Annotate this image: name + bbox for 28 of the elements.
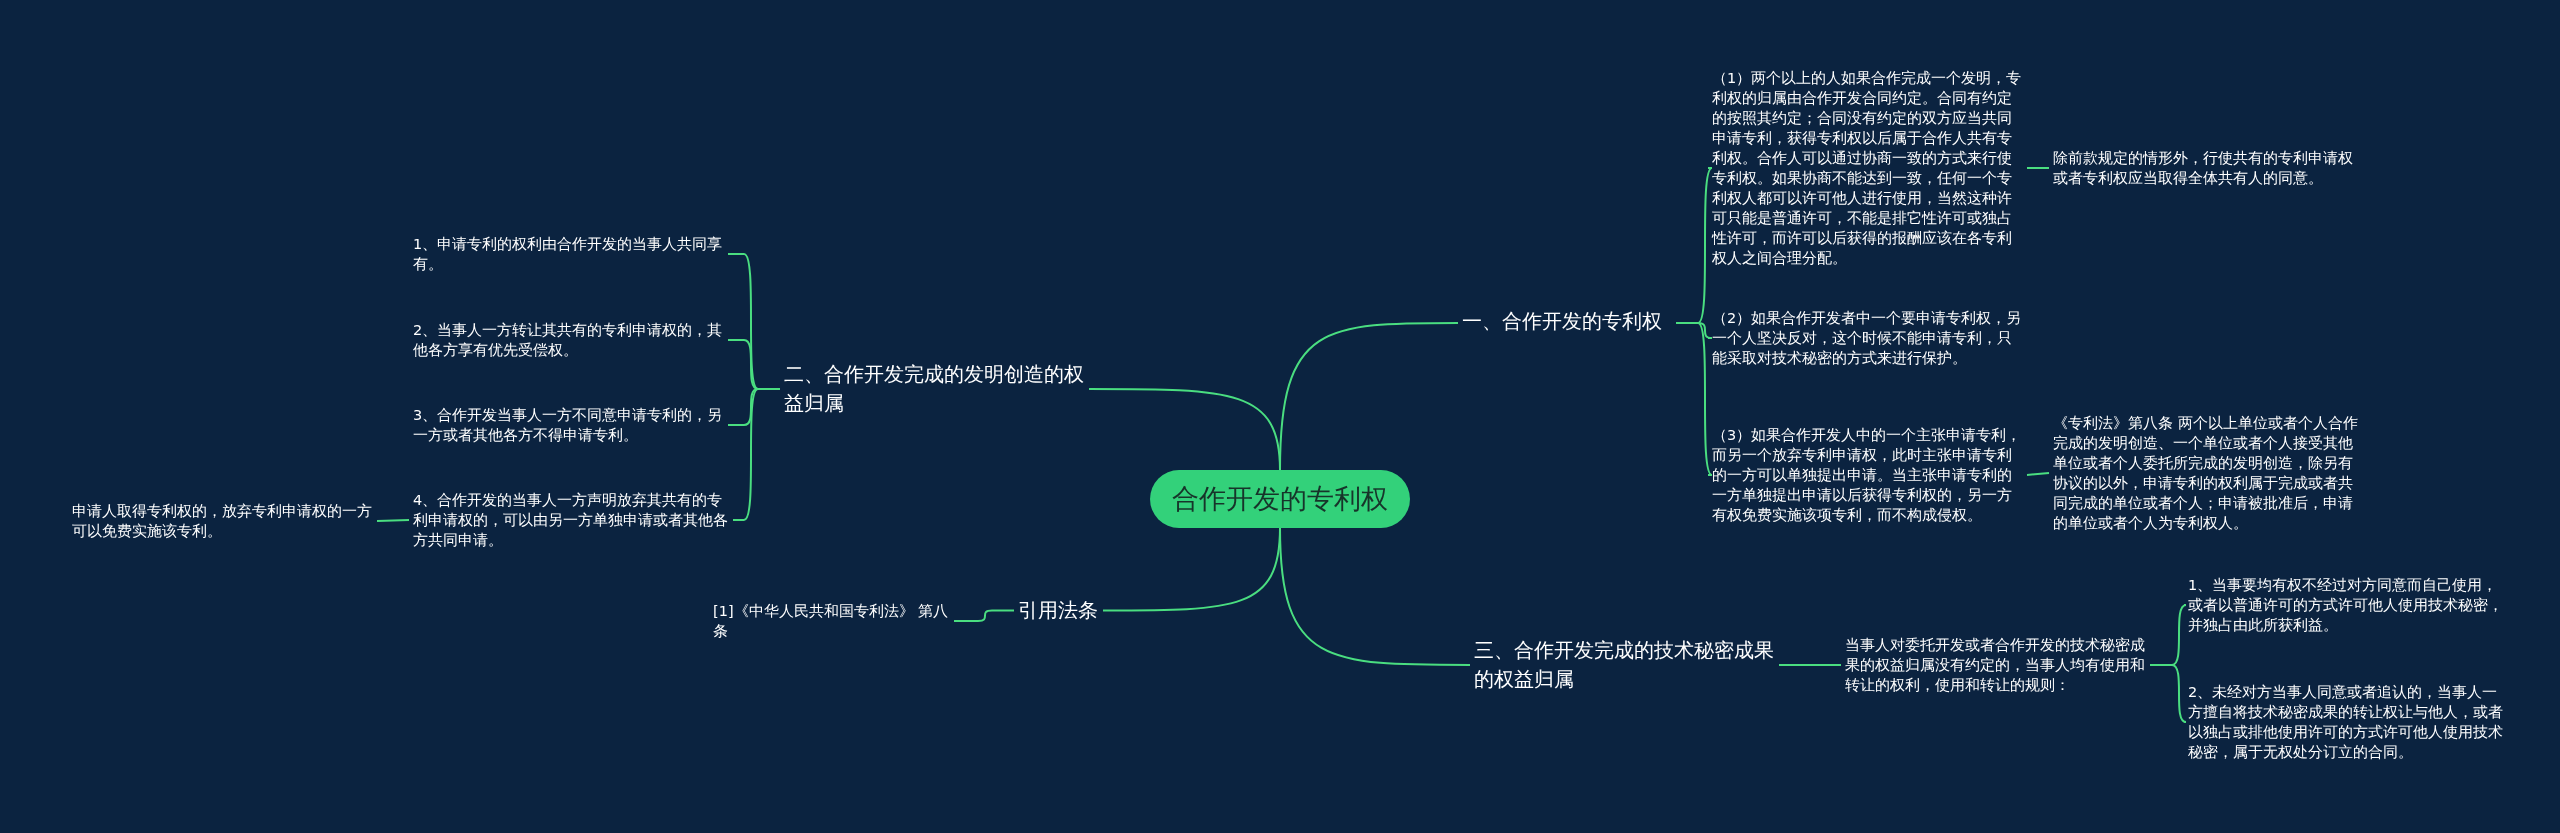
note-text: 2、当事人一方转让其共有的专利申请权的，其他各方享有优先受偿权。	[413, 320, 724, 360]
connector-line	[1102, 527, 1281, 612]
branch-topic: 二、合作开发完成的发明创造的权益归属	[784, 360, 1085, 418]
note-text: 3、合作开发当事人一方不同意申请专利的，另一方或者其他各方不得申请专利。	[413, 405, 724, 445]
branch-topic: 一、合作开发的专利权	[1462, 307, 1672, 339]
connector-line	[1675, 322, 1713, 476]
note-text: 4、合作开发的当事人一方声明放弃其共有的专利申请权的，可以由另一方单独申请或者其他各方共同申请。	[413, 490, 729, 550]
connector-line	[1088, 388, 1281, 471]
branch-topic: 三、合作开发完成的技术秘密成果的权益归属	[1474, 636, 1775, 694]
connector-line	[2026, 472, 2050, 476]
note-text: 除前款规定的情形外，行使共有的专利申请权或者专利权应当取得全体共有人的同意。	[2053, 148, 2354, 188]
note-text: 2、未经对方当事人同意或者追认的，当事人一方擅自将技术秘密成果的转让权让与他人，或者以独占或排他使用许可的方式许可他人使用技术秘密，属于无权处分订立的合同。	[2188, 682, 2504, 762]
note-text: 当事人对委托开发或者合作开发的技术秘密成果的权益归属没有约定的，当事人均有使用和转让的权利，使用和转让的规则：	[1845, 635, 2146, 695]
note-text: 1、申请专利的权利由合作开发的当事人共同享有。	[413, 234, 724, 274]
note-text: [1]《中华人民共和国专利法》 第八条	[713, 601, 950, 641]
root-node: 合作开发的专利权	[1150, 470, 1410, 528]
connector-line	[953, 609, 1015, 622]
branch-topic: 引用法条	[1018, 596, 1099, 625]
connector-line	[1778, 664, 1842, 666]
note-text: 申请人取得专利权的，放弃专利申请权的一方可以免费实施该专利。	[72, 501, 373, 541]
connector-line	[2149, 664, 2187, 723]
note-text: 《专利法》第八条 两个以上单位或者个人合作完成的发明创造、一个单位或者个人接受其他单位或者个人委托所完成的发明创造，除另有协议的以外，申请专利的权利属于完成或者共同完成的单位或者个人；申请被批准后，申请的单位或者个人为专利权人。	[2053, 413, 2359, 533]
connector-line	[2026, 167, 2050, 169]
connector-line	[376, 519, 410, 522]
note-text: 1、当事要均有权不经过对方同意而自己使用，或者以普通许可的方式许可他人使用技术秘密，并独占由此所获利益。	[2188, 575, 2504, 635]
note-text: （2）如果合作开发者中一个要申请专利权，另一个人坚决反对，这个时候不能申请专利，只能采取对技术秘密的方式来进行保护。	[1712, 308, 2023, 368]
note-text: （3）如果合作开发人中的一个主张申请专利，而另一个放弃专利申请权，此时主张申请专利的一方可以单独提出申请。当主张申请专利的一方单独提出申请以后获得专利权的，另一方有权免费实施该项专利，而不构成侵权。	[1712, 425, 2023, 525]
note-text: （1）两个以上的人如果合作完成一个发明，专利权的归属由合作开发合同约定。合同有约定的按照其约定；合同没有约定的双方应当共同申请专利，获得专利权以后属于合作人共有专利权。合作人可以通过协商一致的方式来行使专利权。如果协商不能达到一致，任何一个专利权人都可以许可他人进行使用，当然这种许可只能是普通许可，不能是排它性许可或独占性许可，而许可以后获得的报酬应该在各专利权人之间合理分配。	[1712, 68, 2023, 268]
